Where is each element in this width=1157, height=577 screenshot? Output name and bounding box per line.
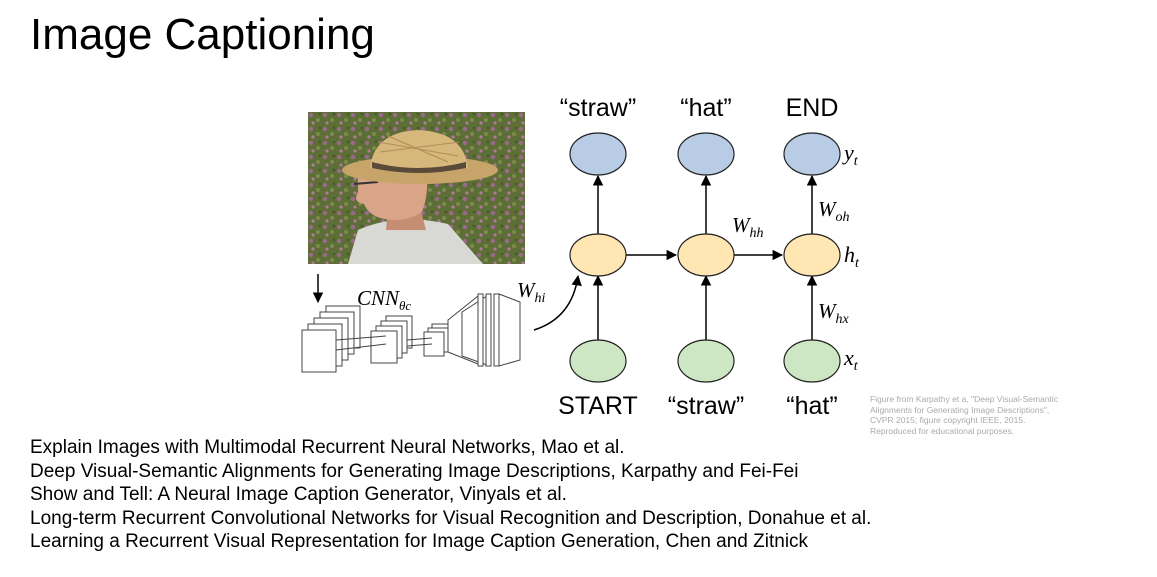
hidden-node-1 (569, 233, 627, 277)
reference-item: Explain Images with Multimodal Recurrent… (30, 437, 625, 458)
output-node-1 (569, 132, 627, 176)
input-word-1: START (558, 392, 638, 420)
cnn-to-hidden-arrow (533, 274, 582, 331)
label-w-oh: Woh (818, 197, 850, 225)
reference-item: Long-term Recurrent Convolutional Networ… (30, 507, 872, 529)
slide-title: Image Captioning (30, 10, 375, 59)
reference-item: Deep Visual-Semantic Alignments for Gene… (30, 460, 799, 482)
output-word-2: “hat” (680, 94, 731, 122)
input-photo (308, 112, 525, 264)
label-x-t: xt (843, 345, 859, 374)
hidden-node-3 (783, 233, 841, 277)
figure-credit: Figure from Karpathy et a, "Deep Visual-… (870, 394, 1059, 436)
input-word-2: “straw” (668, 392, 744, 420)
cnn-label: CNNθc (357, 286, 411, 313)
label-w-hh: Whh (732, 213, 764, 241)
output-word-3: END (786, 94, 839, 122)
label-w-hx: Whx (818, 299, 850, 327)
cnn-layers (301, 293, 521, 373)
output-node-3 (783, 132, 841, 176)
input-word-3: “hat” (786, 392, 837, 420)
reference-list: Explain Images with Multimodal Recurrent… (30, 436, 871, 554)
output-word-1: “straw” (560, 94, 636, 122)
input-node-1 (569, 339, 627, 383)
reference-item: Show and Tell: A Neural Image Caption Ge… (30, 484, 567, 505)
input-node-3 (783, 339, 841, 383)
input-node-2 (677, 339, 735, 383)
hidden-node-2 (677, 233, 735, 277)
output-node-2 (677, 132, 735, 176)
label-h-t: ht (844, 242, 860, 271)
label-y-t: yt (842, 140, 859, 169)
label-w-hi: Whi (517, 278, 546, 306)
reference-item: Learning a Recurrent Visual Representati… (30, 531, 809, 552)
